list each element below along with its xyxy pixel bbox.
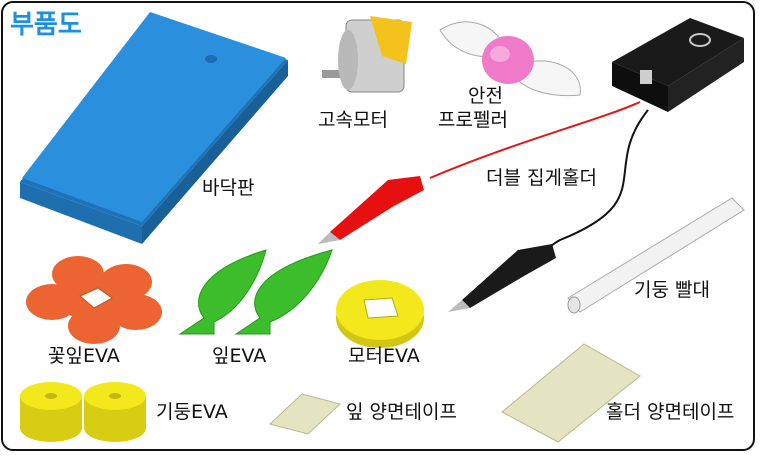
clip-holder-illustration — [318, 101, 649, 312]
label-leaf-eva: 잎EVA — [212, 345, 267, 367]
label-leaf-tape: 잎 양면테이프 — [346, 401, 457, 423]
battery-holder-illustration — [612, 18, 744, 112]
holder-tape-illustration — [501, 343, 641, 443]
page-title: 부품도 — [10, 10, 82, 40]
label-pillar-eva: 기둥EVA — [156, 401, 228, 423]
motor-illustration — [322, 16, 412, 93]
propeller-illustration — [439, 21, 581, 97]
label-clip-holder: 더블 집게홀더 — [486, 167, 597, 189]
label-flower-eva: 꽃잎EVA — [48, 345, 120, 367]
pillar-eva-illustration — [20, 382, 146, 442]
label-motor-eva: 모터EVA — [348, 345, 420, 367]
pillar-straw-illustration — [567, 197, 745, 314]
flower-eva-illustration — [26, 256, 162, 344]
base-plate-illustration — [20, 12, 288, 244]
leaf-eva-illustration — [178, 249, 333, 335]
label-motor: 고속모터 — [318, 109, 388, 131]
label-holder-tape: 홀더 양면테이프 — [606, 401, 735, 423]
label-propeller-line2: 프로펠러 — [438, 109, 508, 131]
leaf-tape-illustration — [268, 393, 342, 435]
frame-border — [1, 1, 755, 451]
label-base-plate: 바닥판 — [202, 177, 255, 199]
label-propeller-line1: 안전 — [468, 85, 503, 107]
label-pillar-straw: 기둥 빨대 — [634, 279, 710, 301]
motor-eva-illustration — [336, 280, 424, 348]
